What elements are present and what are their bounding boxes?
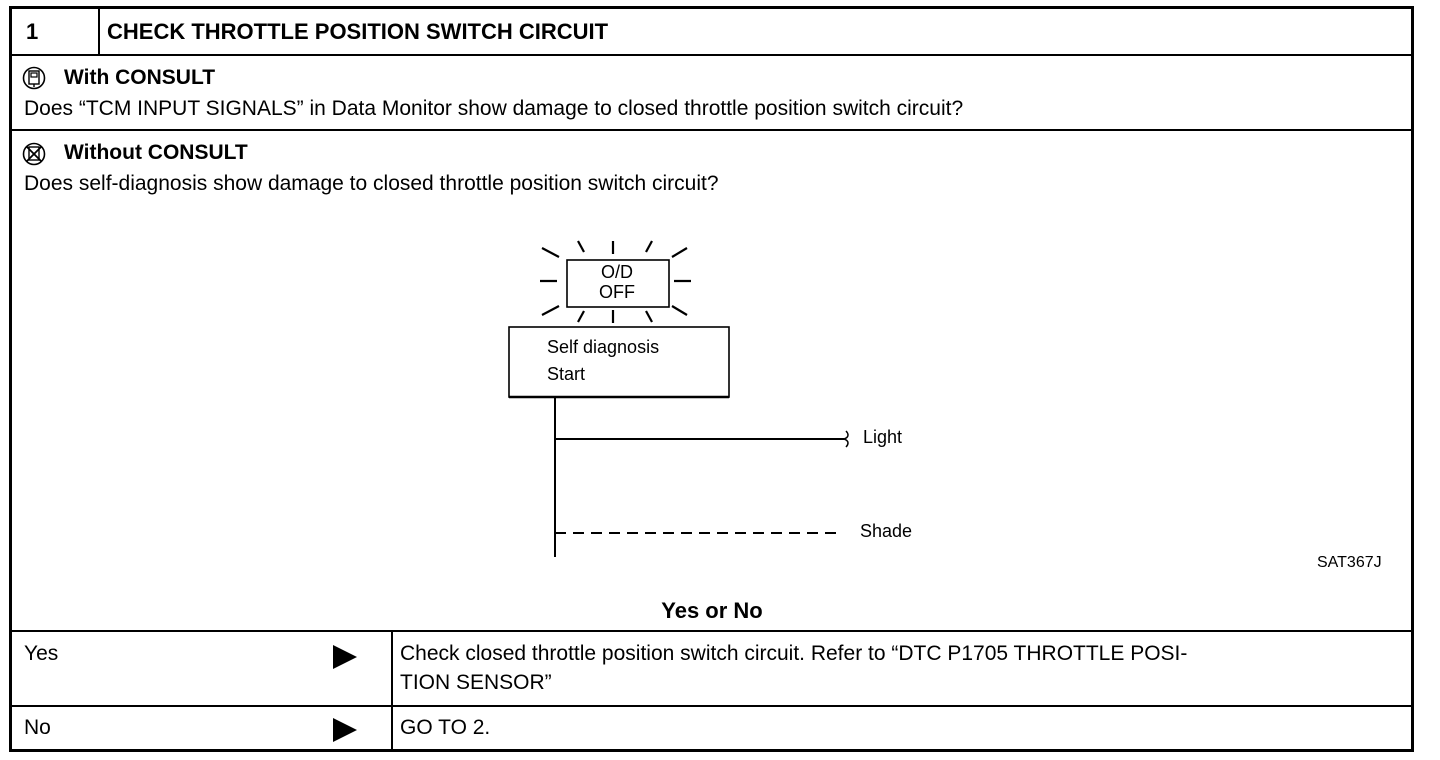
step-title: CHECK THROTTLE POSITION SWITCH CIRCUIT [107, 19, 609, 44]
action-yes-line2: TION SENSOR” [400, 671, 552, 694]
self-diagnosis-diagram [508, 240, 849, 557]
arrow-right-icon [333, 645, 357, 669]
figure-code: SAT367J [1317, 554, 1382, 571]
row-divider [12, 705, 1411, 707]
with-consult-label: With CONSULT [64, 66, 216, 89]
no-consult-icon [22, 142, 46, 171]
arrow-right-icon [333, 718, 357, 742]
row-divider [12, 54, 1411, 56]
answer-divider [391, 631, 393, 750]
box-text-self-diagnosis: Self diagnosis [547, 337, 660, 357]
without-consult-label: Without CONSULT [64, 141, 248, 164]
lamp-text-off: OFF [599, 282, 635, 302]
action-yes-line1: Check closed throttle position switch ci… [400, 642, 1188, 665]
step-number: 1 [26, 19, 39, 44]
answer-no: No [24, 716, 51, 739]
procedure-table: 1 CHECK THROTTLE POSITION SWITCH CIRCUIT… [9, 6, 1414, 752]
lamp-text-od: O/D [600, 262, 633, 282]
row-divider [12, 129, 1411, 131]
box-text-start: Start [547, 364, 586, 384]
without-consult-question: Does self-diagnosis show damage to close… [24, 172, 719, 195]
action-no: GO TO 2. [400, 716, 491, 739]
decision-heading: Yes or No [661, 598, 763, 623]
flashing-lamp-rays [540, 240, 691, 323]
row-divider [12, 630, 1411, 632]
shade-label: Shade [860, 521, 913, 541]
od-off-lamp [566, 259, 670, 308]
header-divider [98, 9, 100, 55]
consult-icon [22, 66, 46, 95]
answer-yes: Yes [24, 642, 59, 665]
with-consult-question: Does “TCM INPUT SIGNALS” in Data Monitor… [24, 97, 964, 120]
light-label: Light [863, 427, 903, 447]
